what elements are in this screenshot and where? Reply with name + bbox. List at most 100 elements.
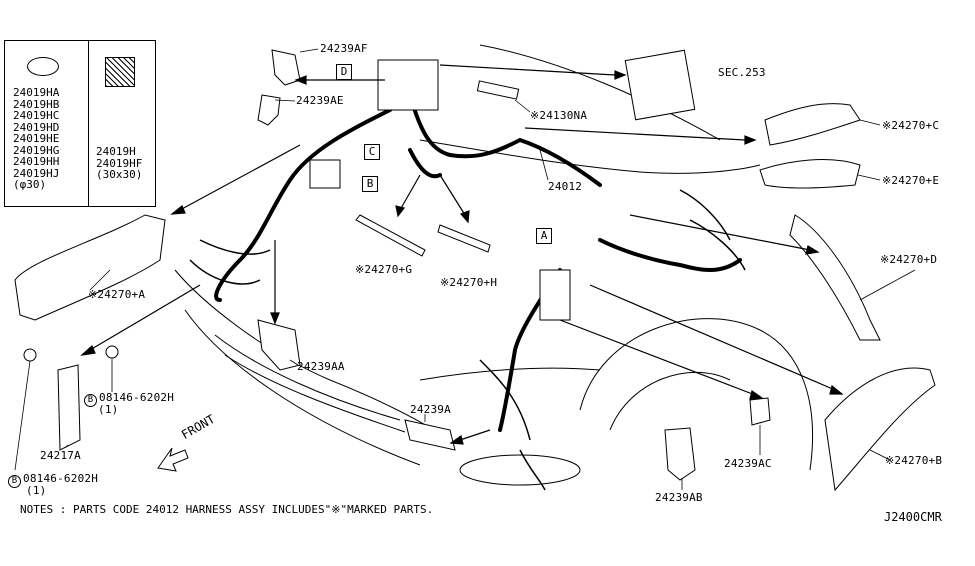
hood-line (419, 139, 761, 174)
label-24270C[interactable]: ※24270+C (882, 119, 940, 132)
harness-main-trunk (408, 93, 602, 187)
protector-24270E (759, 159, 861, 189)
arrow-head-24239A (449, 435, 464, 445)
arrow-head-24270C (744, 135, 757, 145)
legend-square-part: 24019H (96, 145, 136, 158)
arrow-head-24239AC (749, 390, 764, 400)
legend-oval-part: 24019HB (13, 97, 60, 111)
bolt-right (105, 345, 119, 359)
protector-24270B (824, 367, 936, 492)
leader-24239AE (274, 99, 296, 102)
label-24239AE[interactable]: 24239AE (296, 94, 344, 107)
arrow-to-24239AC (559, 319, 756, 396)
label-24239AC[interactable]: 24239AC (724, 457, 772, 470)
arrow-to-24270D (629, 214, 811, 251)
bumper-lower-outline (184, 309, 421, 466)
label-24130NA[interactable]: ※24130NA (530, 109, 588, 122)
leader-24239AA (289, 359, 299, 366)
label-24270B[interactable]: ※24270+B (885, 454, 943, 467)
harness-thin-b (679, 189, 746, 271)
bumper-outline (174, 269, 451, 441)
bracket-24239A (404, 419, 456, 451)
square-pad-icon (105, 57, 135, 87)
ref-box-d: D (336, 64, 352, 80)
ecm-box (624, 49, 696, 121)
label-24012[interactable]: 24012 (548, 180, 583, 193)
figure-code: J2400CMR (884, 510, 942, 524)
protector-24270C (764, 103, 861, 146)
leader-08146-bot (14, 360, 31, 471)
legend-oval-part: 24019HJ (13, 166, 60, 180)
label-08146-bot-text: 08146-6202H (23, 472, 99, 485)
leader-24217A (64, 444, 69, 449)
protector-24270D (789, 214, 881, 341)
front-arrow (157, 447, 189, 472)
bracket-24239AC (749, 397, 771, 426)
legend-box: 24019HA 24019HB 24019HC 24019HD 24019HE … (4, 40, 156, 207)
label-24270H[interactable]: ※24270+H (440, 276, 498, 289)
arrow-head-24239AA (270, 312, 280, 325)
label-24270D[interactable]: ※24270+D (880, 253, 938, 266)
label-08146-top-text: 08146-6202H (99, 391, 175, 404)
leader-24270C (859, 119, 881, 126)
arrow-to-24270A (179, 144, 301, 211)
leader-24270A (89, 269, 111, 291)
arrow-head-24270D (805, 245, 820, 255)
legend-oval-part: 24019HA (13, 86, 60, 99)
headlamp-outline (459, 454, 581, 486)
oval-grommet-icon (27, 57, 59, 76)
legend-square-list: 24019H 24019HF (30x30) (96, 146, 142, 181)
relay-module (539, 269, 571, 321)
leader-24239AF (299, 48, 319, 53)
harness-right-branch (598, 238, 742, 272)
label-sec253[interactable]: SEC.253 (718, 66, 766, 79)
label-24217A[interactable]: 24217A (40, 449, 81, 462)
label-24270E[interactable]: ※24270+E (882, 174, 940, 187)
arrow-to-bracket-24217A (89, 284, 201, 351)
bolt-b-icon: B (8, 475, 21, 488)
label-24239AB[interactable]: 24239AB (655, 491, 703, 504)
harness-center-branch (408, 148, 442, 179)
legend-square-size: (30x30) (96, 168, 143, 181)
bracket-24217A (57, 364, 81, 451)
arrow-to-24270C (524, 127, 746, 141)
arrow-to-24270B (589, 284, 836, 391)
leader-24130NA (514, 99, 531, 113)
bolt-left (23, 348, 37, 362)
label-24270A[interactable]: ※24270+A (88, 288, 146, 301)
legend-divider (88, 41, 89, 206)
fender-arch (579, 318, 813, 471)
arrow-head-24217A (80, 344, 96, 356)
fuse-center-b (309, 159, 341, 189)
arrow-head-24239AF (294, 75, 307, 85)
leader-24270B (869, 449, 891, 461)
legend-oval-part: 24019HE (13, 132, 60, 145)
connector-24130NA (476, 80, 520, 100)
legend-oval-part: 24019HD (13, 120, 60, 134)
arrow-head-24270H (459, 210, 470, 224)
harness-left-branch (214, 108, 392, 302)
leader-24270D (859, 269, 916, 301)
protector-24270G (355, 214, 426, 257)
bracket-24239AF (271, 49, 301, 86)
label-24239AF[interactable]: 24239AF (320, 42, 368, 55)
leader-24012 (539, 149, 549, 181)
label-08146-top-qty: (1) (98, 403, 119, 416)
label-24239AA[interactable]: 24239AA (297, 360, 345, 373)
ref-box-c: C (364, 144, 380, 160)
cowl-line (479, 44, 721, 141)
harness-thin-a (189, 239, 271, 285)
ref-box-b: B (362, 176, 378, 192)
legend-square-part: 24019HF (96, 156, 143, 170)
arrow-head-sec253 (614, 70, 627, 80)
bracket-24239AB (664, 427, 696, 481)
label-24239A[interactable]: 24239A (410, 403, 451, 416)
leader-24270E (857, 174, 881, 181)
notes-text: NOTES : PARTS CODE 24012 HARNESS ASSY IN… (20, 503, 434, 516)
arrow-head-24270G (395, 205, 406, 218)
label-24270G[interactable]: ※24270+G (355, 263, 413, 276)
legend-oval-part: 24019HG (13, 143, 60, 157)
